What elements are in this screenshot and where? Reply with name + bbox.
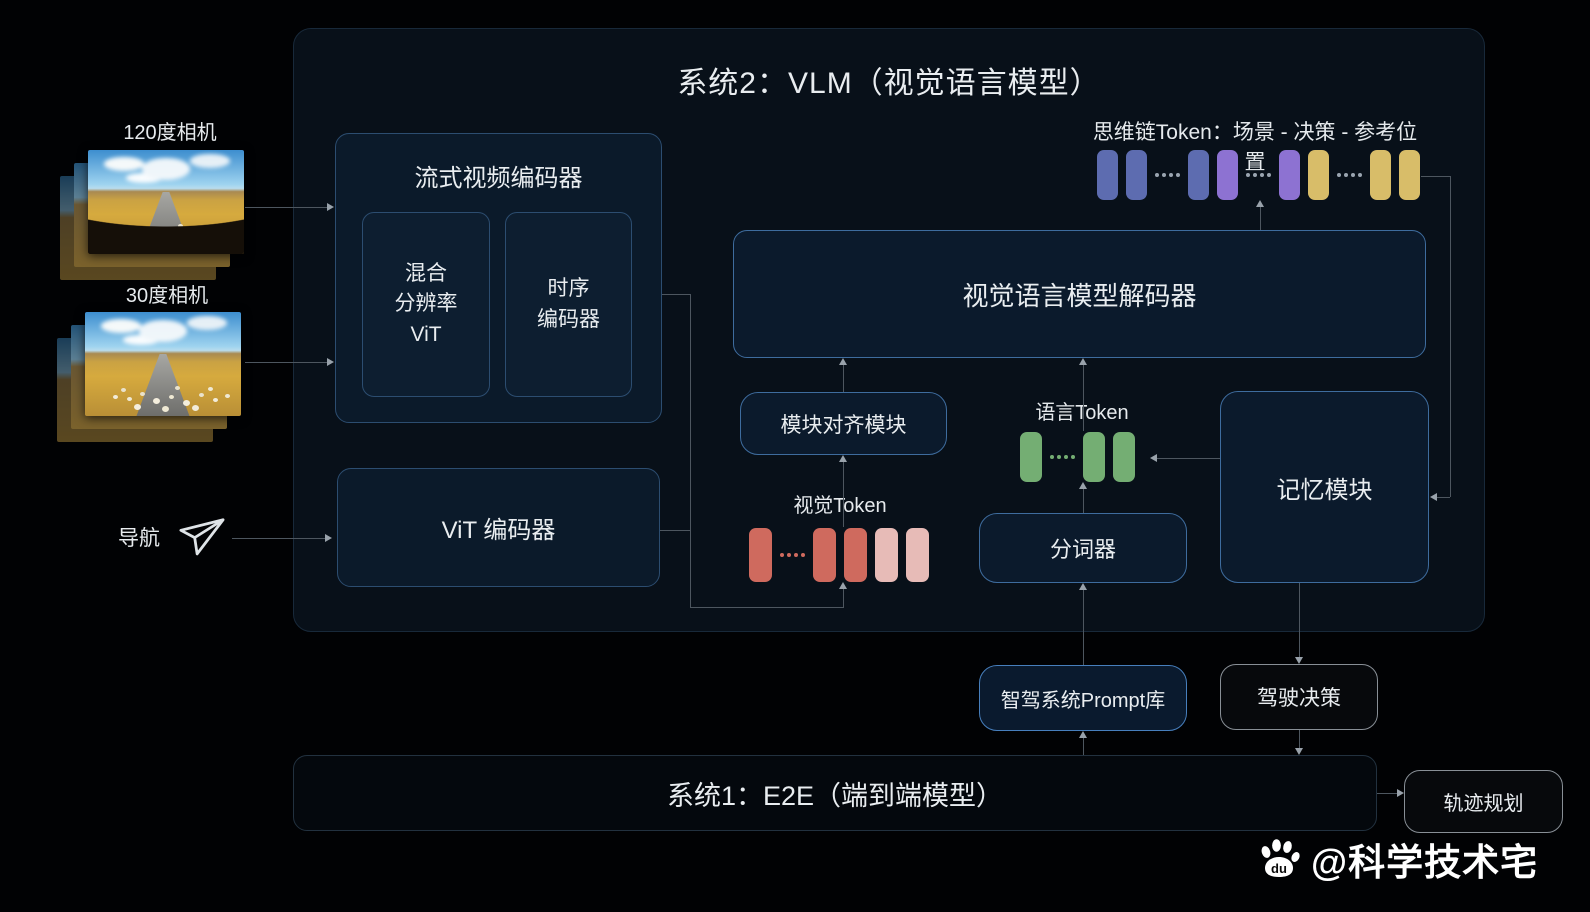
- ellipsis-dots: [1050, 455, 1075, 459]
- memory-module-box: 记忆模块: [1220, 391, 1429, 583]
- baidu-paw-icon: du: [1261, 839, 1300, 877]
- camera30-label: 30度相机: [125, 285, 209, 307]
- watermark: du @科学技术宅: [1255, 832, 1538, 886]
- pink-token: [875, 528, 898, 582]
- connector-line: [1421, 176, 1450, 177]
- arrowhead: [1256, 200, 1264, 207]
- cloud-graphic: [103, 157, 145, 171]
- system1-e2e-box: 系统1：E2E（端到端模型）: [293, 755, 1377, 831]
- connector-line: [1299, 730, 1300, 749]
- visual-token-label: 视觉Token: [793, 495, 887, 517]
- cot-token-label: 思维链Token：场景 - 决策 - 参考位置: [1092, 121, 1418, 174]
- vlm-decoder-box: 视觉语言模型解码器: [733, 230, 1426, 358]
- arrowhead: [1079, 358, 1087, 365]
- connector-line: [1377, 793, 1398, 794]
- green-token: [1020, 432, 1042, 482]
- arrowhead: [839, 455, 847, 462]
- yellow-token: [1308, 150, 1329, 200]
- tokenizer-box: 分词器: [979, 513, 1187, 583]
- temporal-encoder-box: 时序 编码器: [505, 212, 632, 397]
- yellow-token: [1399, 150, 1420, 200]
- connector-line: [662, 294, 690, 295]
- camera30-image: [85, 312, 241, 416]
- pink-token: [906, 528, 929, 582]
- arrowhead: [327, 203, 334, 211]
- green-token: [1113, 432, 1135, 482]
- connector-line: [1083, 590, 1084, 665]
- purple-token: [1217, 150, 1238, 200]
- arrowhead: [327, 358, 334, 366]
- system2-title: 系统2：VLM（视觉语言模型）: [677, 67, 1101, 100]
- connector-line: [690, 607, 843, 608]
- connector-line: [1157, 458, 1220, 459]
- connector-line: [1083, 365, 1084, 431]
- arrowhead: [1150, 454, 1157, 462]
- language-token-strip: [1020, 432, 1135, 482]
- connector-line: [245, 207, 327, 208]
- camera120-image: [88, 150, 244, 254]
- visual-token-strip: [749, 528, 929, 582]
- road-graphic: [136, 353, 190, 416]
- driving-decision-box: 驾驶决策: [1220, 664, 1378, 730]
- connector-line: [1260, 207, 1261, 230]
- camera120-label: 120度相机: [123, 122, 217, 144]
- vit-encoder-box: ViT 编码器: [337, 468, 660, 587]
- prompt-library-box: 智驾系统Prompt库: [979, 665, 1187, 731]
- purple-token: [1279, 150, 1300, 200]
- navigation-arrow-icon: [179, 518, 225, 556]
- module-alignment-box: 模块对齐模块: [740, 392, 947, 455]
- connector-line: [1437, 497, 1450, 498]
- ellipsis-dots: [1155, 173, 1180, 177]
- ellipsis-dots: [1337, 173, 1362, 177]
- blue-token: [1188, 150, 1209, 200]
- connector-line: [1083, 738, 1084, 755]
- green-token: [1083, 432, 1105, 482]
- arrowhead: [1079, 731, 1087, 738]
- arrowhead: [839, 582, 847, 589]
- arrowhead: [839, 358, 847, 365]
- road-graphic: [139, 191, 193, 254]
- arrowhead: [1430, 493, 1437, 501]
- connector-line: [245, 362, 327, 363]
- arrowhead: [325, 534, 332, 542]
- sheep-flock-graphic: [116, 233, 122, 238]
- cot-token-strip: [1097, 150, 1420, 200]
- streaming-video-encoder-title: 流式视频编码器: [414, 165, 583, 192]
- red-token: [749, 528, 772, 582]
- arrowhead: [1079, 482, 1087, 489]
- arrowhead: [1295, 657, 1303, 664]
- sheep-flock-graphic: [113, 395, 119, 400]
- red-token: [813, 528, 836, 582]
- connector-line: [843, 365, 844, 392]
- language-token-label: 语言Token: [1035, 402, 1129, 424]
- ellipsis-dots: [1246, 173, 1271, 177]
- connector-line: [843, 589, 844, 608]
- connector-line: [1083, 489, 1084, 513]
- svg-text:du: du: [1271, 861, 1287, 876]
- ellipsis-dots: [780, 553, 805, 557]
- cloud-graphic: [100, 319, 142, 333]
- blue-token: [1097, 150, 1118, 200]
- connector-line: [843, 462, 844, 527]
- arrowhead: [1397, 789, 1404, 797]
- connector-line: [690, 294, 691, 608]
- arrowhead: [1295, 748, 1303, 755]
- navigation-label: 导航: [118, 527, 160, 550]
- red-token: [844, 528, 867, 582]
- blue-token: [1126, 150, 1147, 200]
- connector-line: [660, 530, 690, 531]
- yellow-token: [1370, 150, 1391, 200]
- trajectory-planning-box: 轨迹规划: [1404, 770, 1563, 833]
- watermark-text: @科学技术宅: [1311, 842, 1539, 883]
- connector-line: [1450, 176, 1451, 497]
- connector-line: [232, 538, 325, 539]
- mixed-resolution-vit-box: 混合 分辨率 ViT: [362, 212, 490, 397]
- arrowhead: [1079, 583, 1087, 590]
- connector-line: [1299, 583, 1300, 658]
